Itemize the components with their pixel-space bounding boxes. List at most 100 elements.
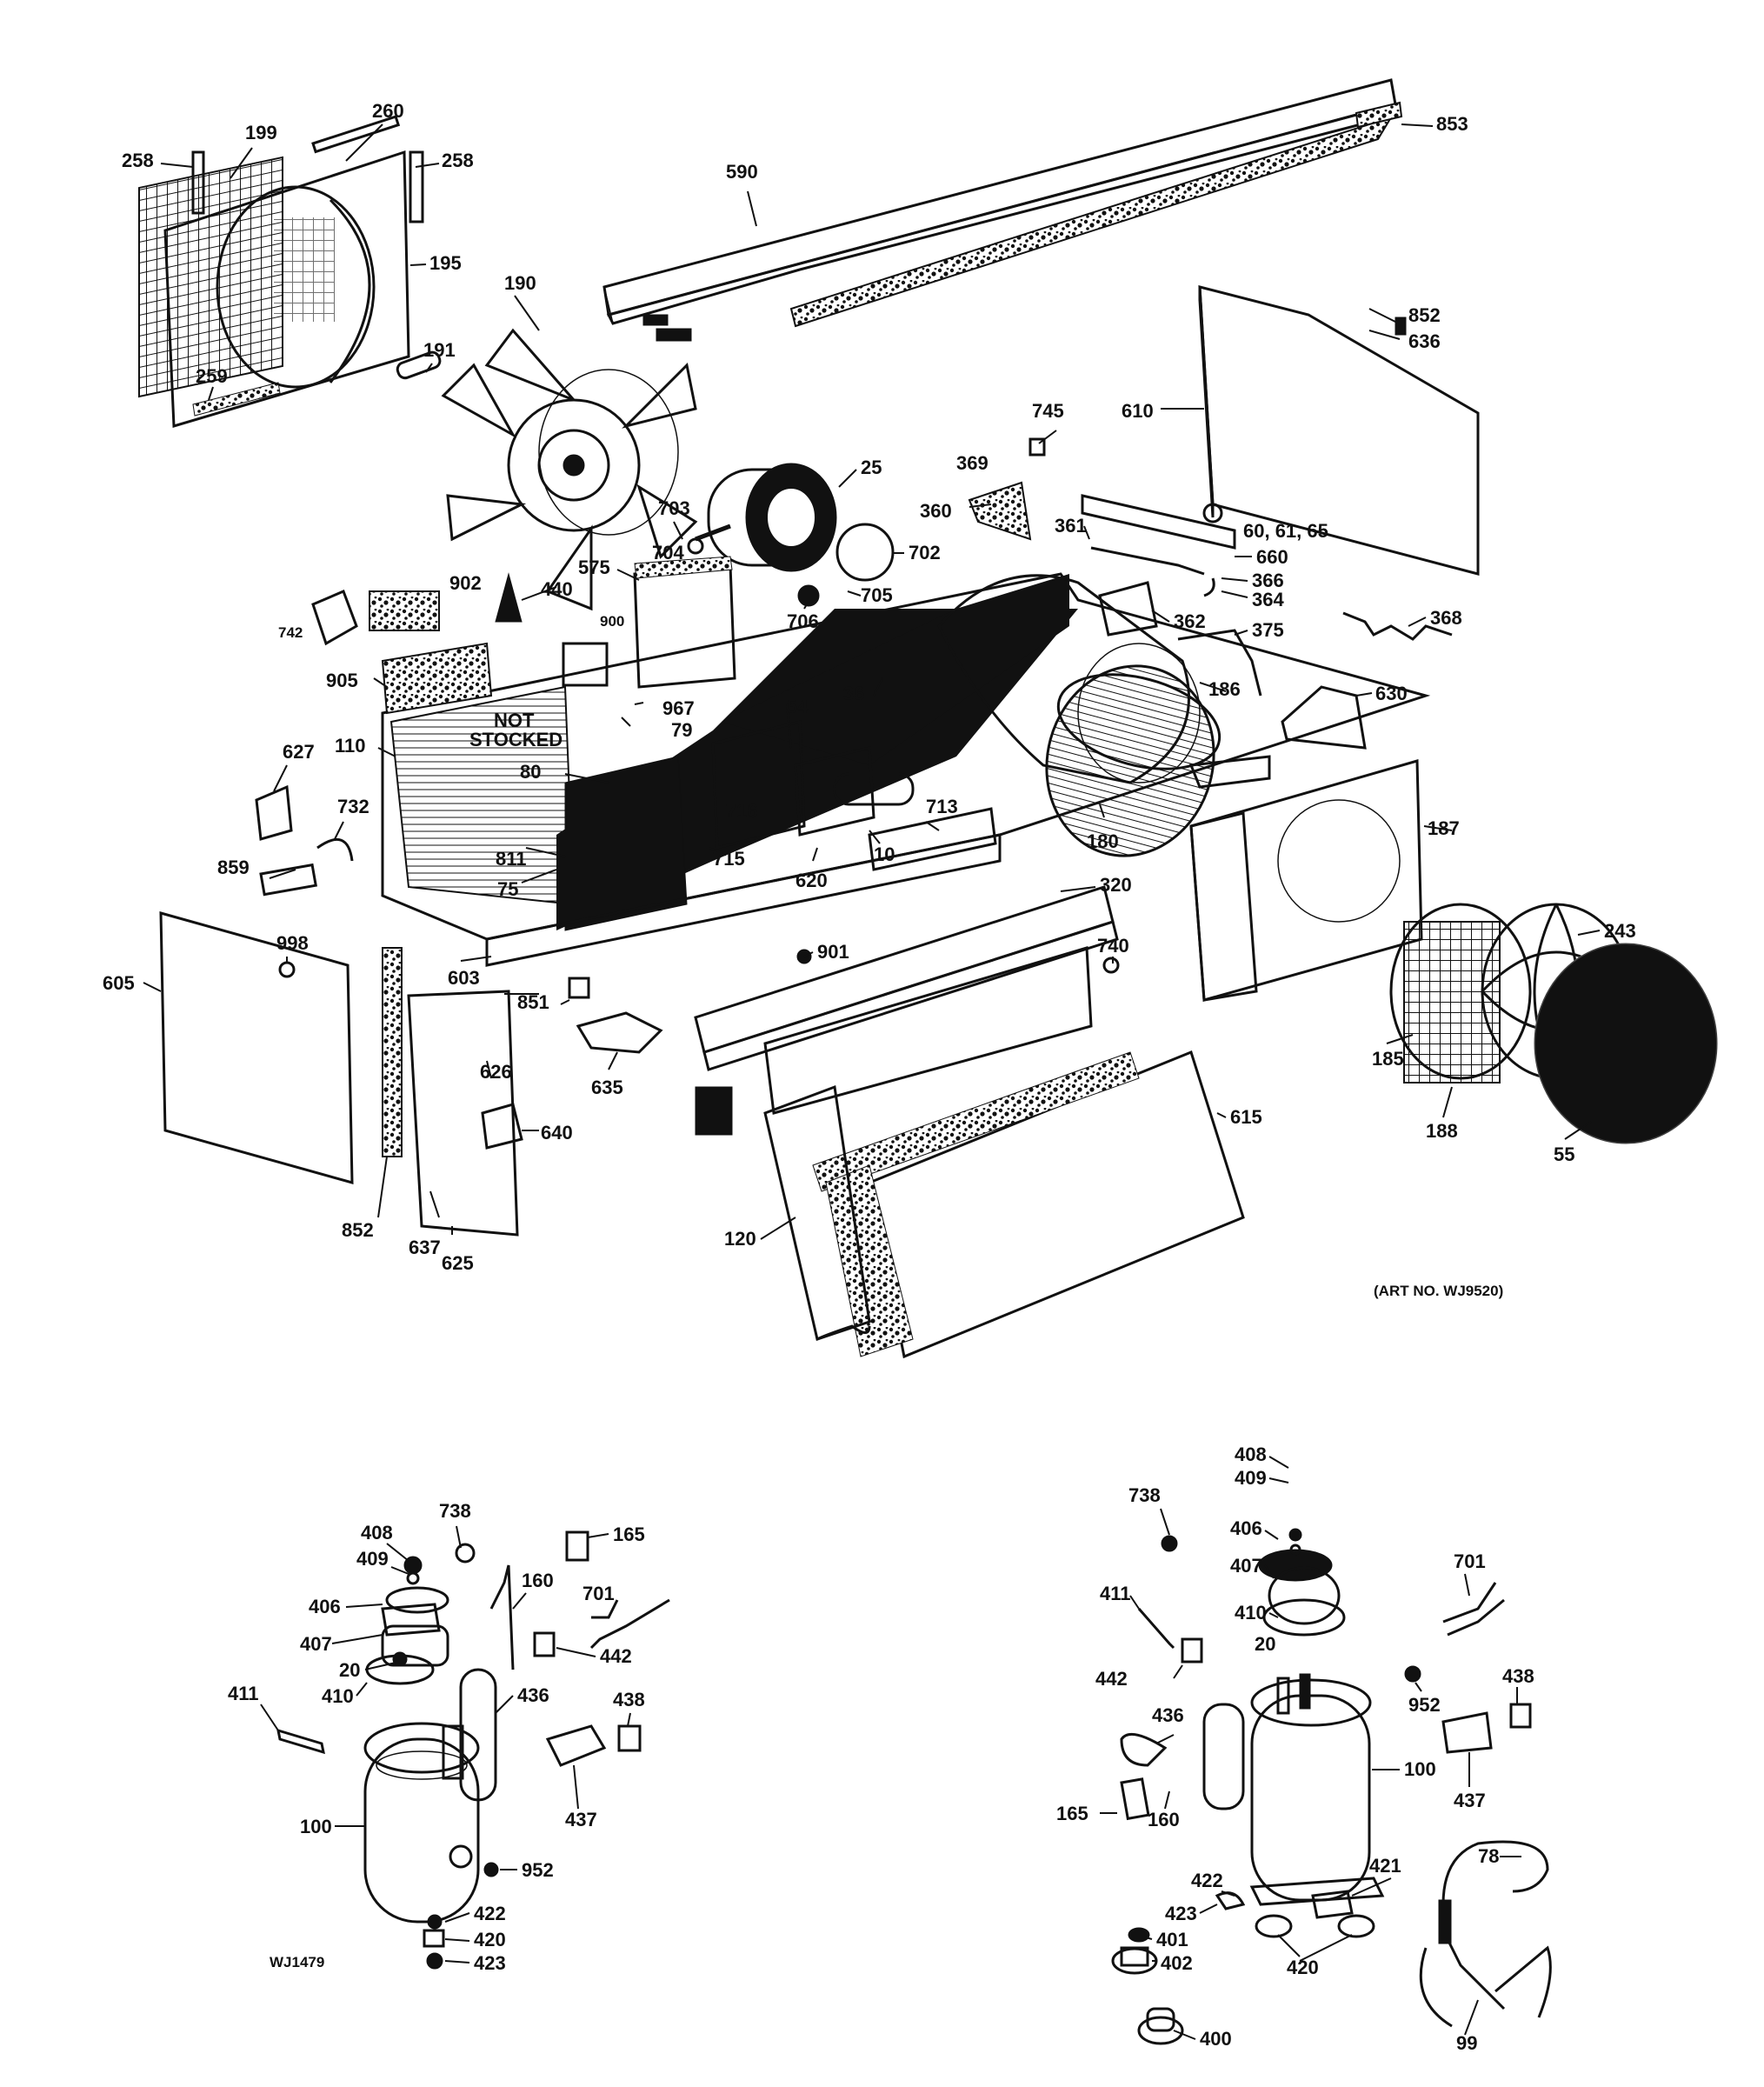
label-a408: 408 [361,1522,393,1544]
label-364: 364 [1252,589,1284,610]
label-635: 635 [591,1077,623,1098]
block-851 [568,977,590,999]
label-55: 55 [1554,1144,1574,1165]
label-610: 610 [1122,400,1154,422]
piece-440 [495,572,523,623]
partition-187 [1189,759,1423,1002]
drain-pan-piece [1188,755,1271,789]
fan-motor-25 [687,463,895,607]
label-440: 440 [541,578,573,600]
part-labels-top: 853 590 260 199 258 258 195 190 191 259 … [103,100,1636,1299]
label-360: 360 [920,500,952,522]
rear-grille-assembly [138,115,424,428]
label-a411: 411 [228,1683,259,1704]
label-369: 369 [956,452,989,474]
label-575: 575 [578,557,610,578]
label-705: 705 [861,584,893,606]
label-80: 80 [520,761,541,783]
label-b442: 442 [1095,1668,1128,1690]
side-panel-610 [1198,285,1480,576]
label-361: 361 [1055,515,1087,537]
label-637: 637 [409,1237,441,1258]
label-b400: 400 [1200,2028,1232,2050]
label-not-stocked-2: STOCKED [469,729,562,750]
label-b409: 409 [1235,1467,1267,1489]
insulation-369 [968,481,1032,541]
label-b738: 738 [1128,1484,1161,1506]
front-assembly-615 [763,1050,1245,1359]
label-715: 715 [713,848,745,870]
label-b402: 402 [1161,1952,1193,1974]
label-745: 745 [1032,400,1064,422]
label-362: 362 [1174,610,1206,632]
label-a410: 410 [322,1685,354,1707]
label-b100: 100 [1404,1758,1436,1780]
leader-lines-left-compressor [260,1525,631,1964]
label-b952: 952 [1408,1694,1441,1716]
label-905: 905 [326,670,358,691]
bracket-635 [576,1011,663,1054]
label-852-bottom: 852 [342,1219,374,1241]
label-b20: 20 [1255,1633,1275,1655]
label-185: 185 [1372,1048,1404,1070]
label-660: 660 [1256,546,1288,568]
condenser-fan-190 [396,328,698,611]
label-75: 75 [497,878,518,900]
label-190: 190 [504,272,536,294]
gasket-strip-853 [1355,101,1403,129]
part-labels-right-compressor: 408 409 738 406 407 701 411 410 20 442 4… [1056,1444,1534,2054]
block-859 [259,863,317,897]
clip-745 [1028,437,1046,457]
label-713: 713 [926,796,958,817]
label-b437: 437 [1454,1790,1486,1811]
rear-fan-guard-assembly [1389,903,1718,1144]
label-603: 603 [448,967,480,989]
label-a436: 436 [517,1684,549,1706]
label-859: 859 [217,857,250,878]
label-703: 703 [658,497,690,519]
compressor-art-number: WJ1479 [270,1954,324,1970]
right-compressor-assembly [1111,1528,1552,2045]
label-716: 716 [726,800,758,822]
label-630: 630 [1375,683,1408,704]
label-243: 243 [1604,920,1636,942]
label-b411: 411 [1100,1583,1131,1604]
leader-lines-top [143,123,1601,1240]
label-636: 636 [1408,330,1441,352]
label-a409: 409 [356,1548,389,1570]
panel-625 [407,990,519,1237]
label-b436: 436 [1152,1704,1184,1726]
label-615: 615 [1230,1106,1262,1128]
label-199: 199 [245,122,277,143]
bracket-630 [1281,685,1367,750]
label-a100: 100 [300,1816,332,1837]
label-b401: 401 [1156,1929,1188,1950]
label-640: 640 [541,1122,573,1144]
label-998: 998 [276,932,309,954]
bracket-575 [633,563,736,689]
label-187: 187 [1428,817,1460,839]
label-740: 740 [1097,935,1129,957]
part-852-top [1395,317,1407,336]
label-b421: 421 [1369,1855,1401,1877]
label-191: 191 [423,339,456,361]
strip-852 [382,947,403,1157]
block-near-120 [695,1086,733,1136]
block-902 [369,590,440,631]
piece-742 [311,590,358,646]
label-b410: 410 [1235,1602,1267,1624]
clip-732 [316,838,354,862]
label-a701: 701 [582,1583,615,1604]
art-number: (ART NO. WJ9520) [1374,1283,1503,1299]
label-900: 900 [600,613,624,630]
label-811: 811 [496,848,527,870]
label-627: 627 [283,741,315,763]
label-25: 25 [861,457,882,478]
label-967: 967 [662,697,695,719]
label-a420: 420 [474,1929,506,1950]
bracket-group-660 [1081,494,1453,697]
label-258-right: 258 [442,150,474,171]
label-375: 375 [1252,619,1284,641]
label-36: 36 [843,683,864,704]
